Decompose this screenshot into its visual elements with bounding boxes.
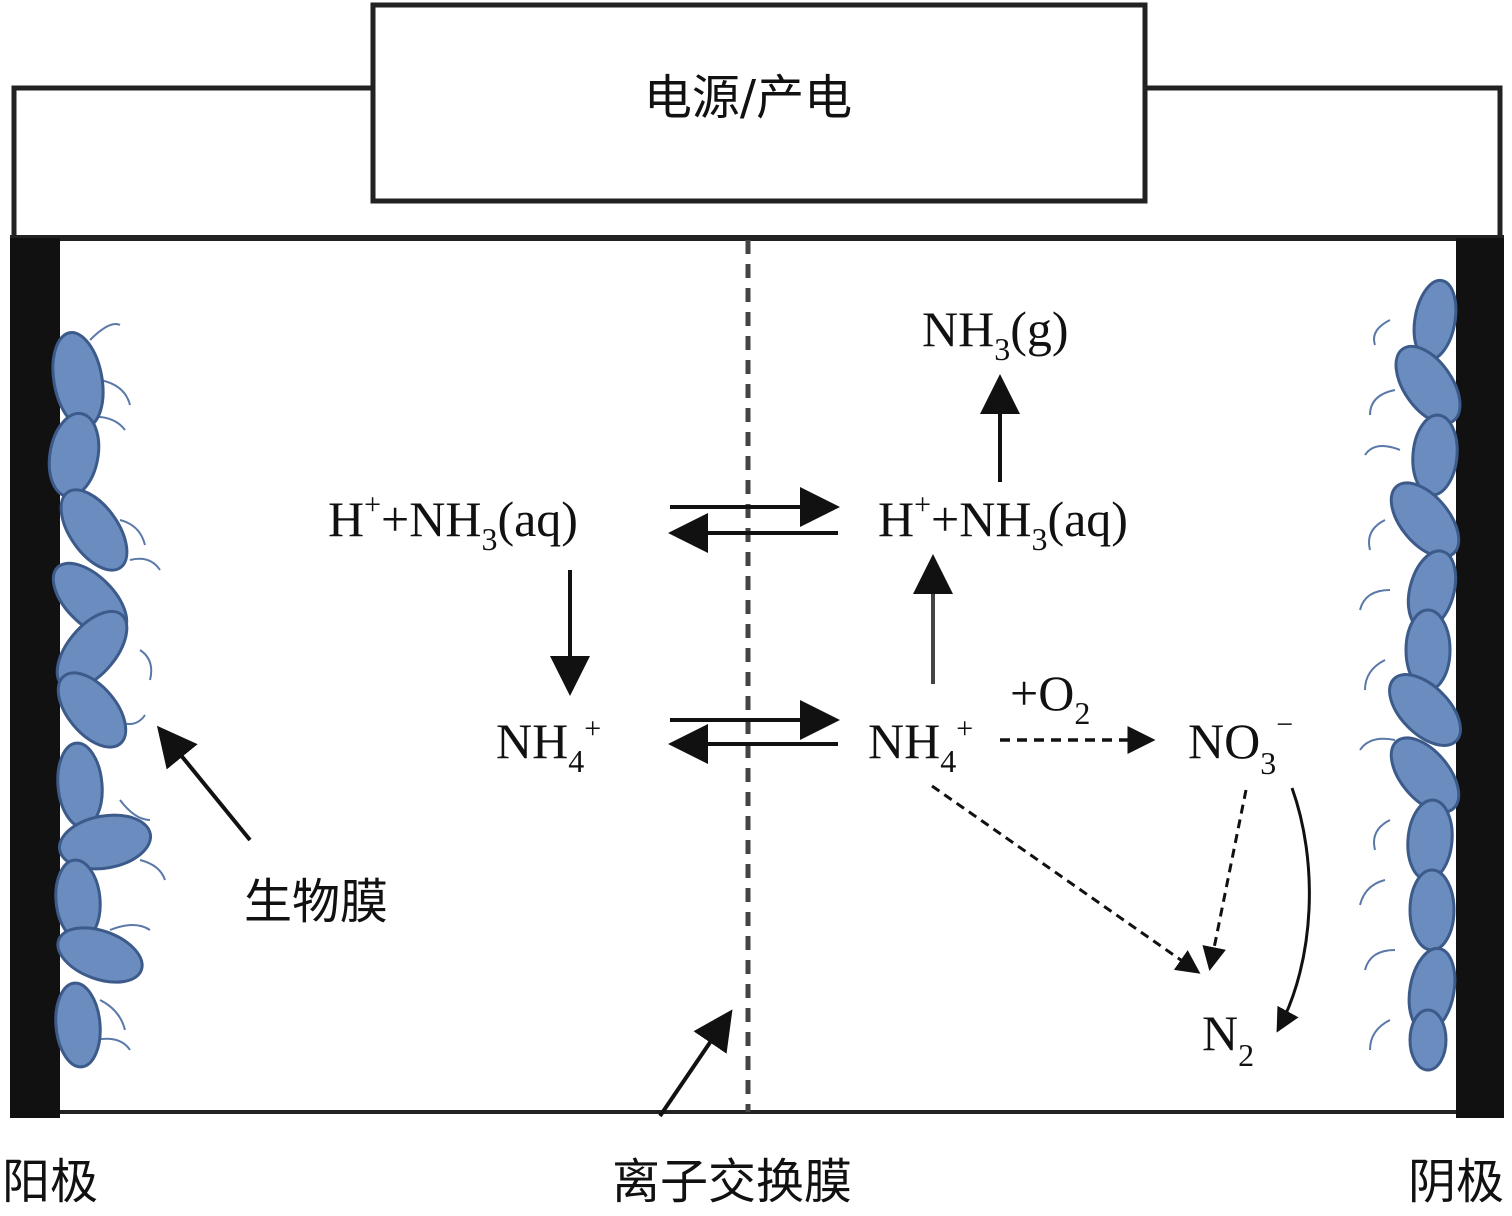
anode-biofilm bbox=[47, 323, 166, 1069]
cathode-electrode bbox=[1456, 238, 1504, 1118]
oxygen-label: +O2 bbox=[1010, 665, 1090, 731]
anode-label: 阳极 bbox=[2, 1154, 98, 1210]
cathode-biofilm bbox=[1359, 278, 1462, 1072]
arrow-no3-to-n2-dashed bbox=[1202, 789, 1248, 971]
anode-nh4: NH4+ bbox=[496, 712, 601, 779]
cathode-label: 阴极 bbox=[1408, 1154, 1504, 1210]
membrane-pointer-arrow bbox=[658, 1009, 733, 1118]
equilibrium-arrow-h-nh3 bbox=[668, 487, 840, 553]
anode-electrode bbox=[10, 238, 60, 1118]
biofilm-pointer-arrow bbox=[156, 725, 252, 842]
power-box bbox=[370, 2, 1148, 204]
membrane-label: 离子交换膜 bbox=[612, 1154, 852, 1210]
anode-h-nh3: H++NH3(aq) bbox=[328, 488, 578, 557]
nh3-gas: NH3(g) bbox=[922, 301, 1069, 367]
circuit-wire bbox=[11, 85, 1503, 238]
equilibrium-arrow-nh4 bbox=[668, 700, 840, 764]
cathode-nh4: NH4+ bbox=[868, 712, 973, 779]
nitrogen: N2 bbox=[1202, 1005, 1254, 1073]
nitrate: NO3− bbox=[1188, 708, 1293, 781]
cathode-h-nh3: H++NH3(aq) bbox=[878, 488, 1128, 557]
arrow-nh4-to-n2 bbox=[931, 784, 1201, 974]
arrow-no3-to-n2-curve bbox=[1276, 787, 1311, 1033]
biofilm-label: 生物膜 bbox=[244, 874, 388, 930]
power-label: 电源/产电 bbox=[644, 70, 852, 126]
